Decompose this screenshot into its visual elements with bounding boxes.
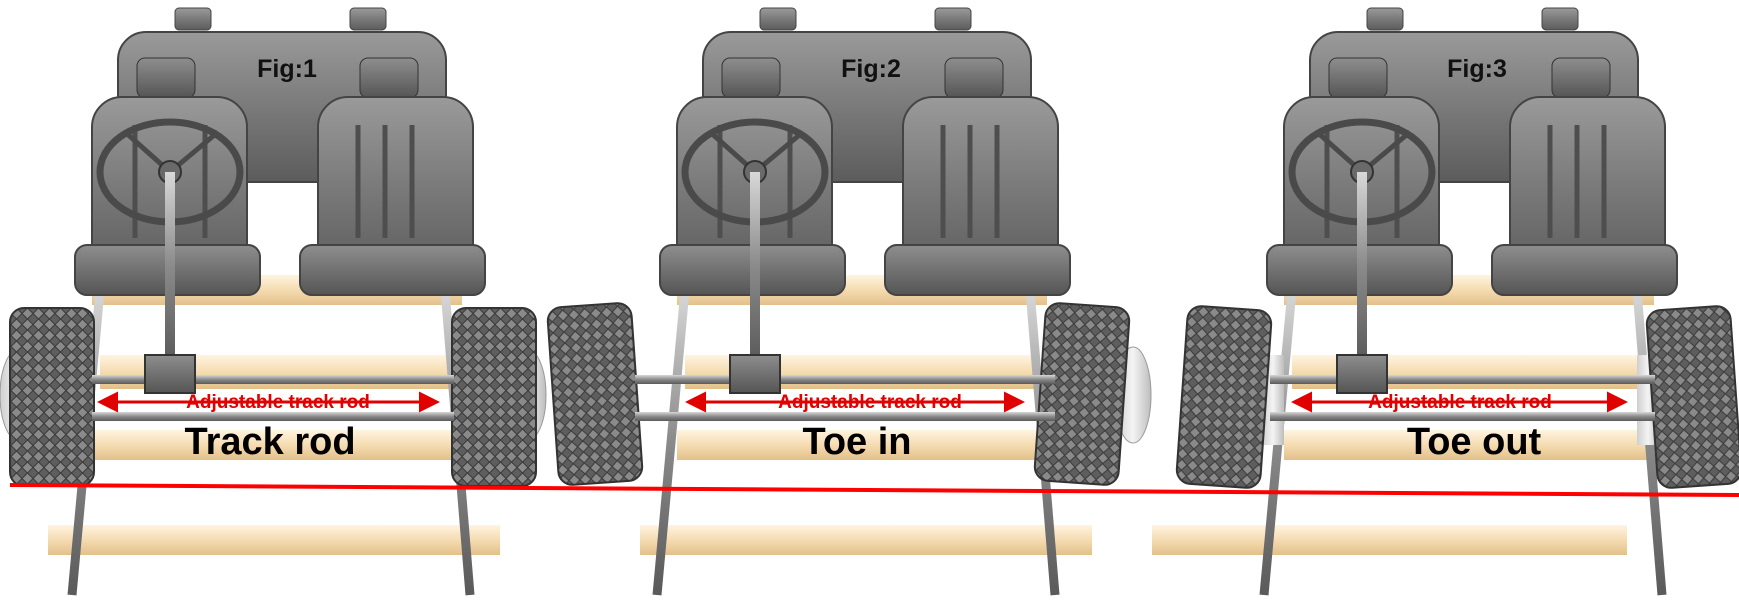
reference-line <box>9 483 1739 497</box>
figure-3: Fig:3 Adjustable track rod Toe out <box>1152 7 1739 596</box>
axle-rod <box>635 375 1055 384</box>
seat-headrest <box>349 7 387 31</box>
axle-rod <box>1270 375 1655 384</box>
figure-caption: Track rod <box>184 421 355 463</box>
tyre-left <box>9 307 95 487</box>
passenger-seat-cushion <box>884 244 1071 296</box>
track-rod <box>1270 412 1655 421</box>
seat-stripes <box>940 125 1000 238</box>
figure-label: Fig:3 <box>1447 55 1507 83</box>
rear-seat-headrest <box>359 57 419 99</box>
ground-plank <box>1152 525 1627 555</box>
tyre-right <box>1645 305 1739 489</box>
figure-label: Fig:1 <box>257 55 317 83</box>
adjustable-track-rod-label: Adjustable track rod <box>778 392 962 413</box>
rear-seat-headrest <box>1551 57 1611 99</box>
steering-column <box>1357 172 1367 362</box>
steering-box <box>144 354 196 394</box>
track-rod <box>635 412 1055 421</box>
seat-headrest <box>934 7 972 31</box>
steering-box <box>729 354 781 394</box>
adjustable-track-rod-label: Adjustable track rod <box>1368 392 1552 413</box>
tyre-left <box>546 302 644 486</box>
rear-seat-headrest <box>1328 57 1388 99</box>
figure-caption: Toe in <box>802 421 911 463</box>
figure-label: Fig:2 <box>841 55 901 83</box>
seat-headrest <box>759 7 797 31</box>
rear-seat-headrest <box>136 57 196 99</box>
ground-plank <box>48 525 500 555</box>
ground-plank <box>1284 430 1654 460</box>
figure-caption: Toe out <box>1407 421 1542 463</box>
rear-seat-headrest <box>721 57 781 99</box>
tyre-right <box>1033 302 1131 486</box>
figure-1: Fig:1 Adjustable track rod Track rod <box>0 7 547 596</box>
adjustable-track-rod-label: Adjustable track rod <box>186 392 370 413</box>
passenger-seat-cushion <box>299 244 486 296</box>
tyre-left <box>1175 305 1273 489</box>
steering-column <box>165 172 175 362</box>
steering-box <box>1336 354 1388 394</box>
track-rod <box>92 412 454 421</box>
rear-seat-headrest <box>944 57 1004 99</box>
frame-leg-left <box>652 289 690 596</box>
seat-stripes <box>355 125 415 238</box>
tyre-right <box>451 307 537 487</box>
passenger-seat-cushion <box>1491 244 1678 296</box>
seat-headrest <box>1366 7 1404 31</box>
ground-plank <box>92 430 462 460</box>
seat-headrest <box>1541 7 1579 31</box>
axle-rod <box>92 375 454 384</box>
steering-column <box>750 172 760 362</box>
ground-plank <box>640 525 1092 555</box>
seat-stripes <box>1547 125 1607 238</box>
seat-headrest <box>174 7 212 31</box>
figure-2: Fig:2 Adjustable track rod Toe in <box>546 7 1152 596</box>
ground-plank <box>677 430 1047 460</box>
